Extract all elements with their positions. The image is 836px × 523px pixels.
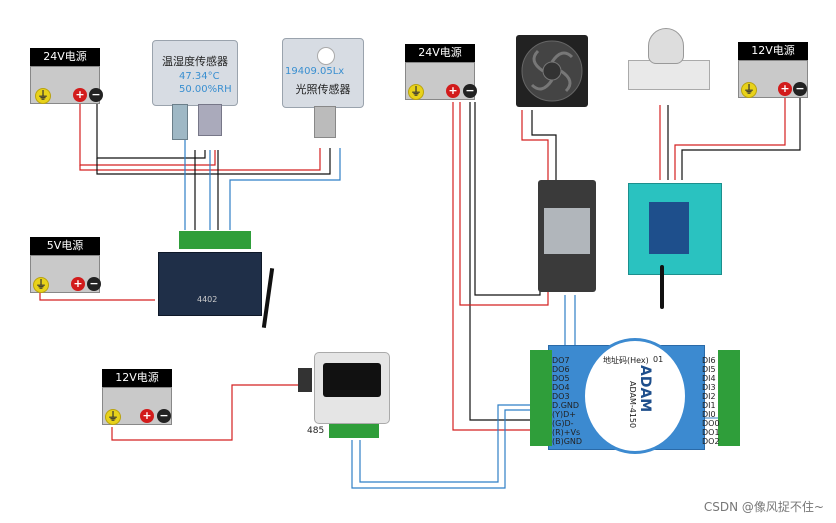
adam-right-pin-label: DI6 [702, 356, 716, 365]
ground-terminal-icon: ⏚ [35, 88, 51, 104]
lux-readout: 19409.05Lx [285, 66, 345, 77]
adam-left-pin-label: D.GND [552, 401, 580, 410]
psu-5v: 5V电源 ⏚ + − [30, 237, 101, 293]
psu-label: 24V电源 [405, 44, 475, 62]
sensor-connector [314, 106, 336, 138]
rs485-terminal: 485 [307, 424, 379, 438]
left-terminal-strip [530, 350, 552, 446]
lcd-screen [323, 363, 381, 397]
psu-12v-bottom: 12V电源 ⏚ + − [102, 369, 172, 425]
wire-red [521, 110, 549, 180]
wire-red [674, 98, 786, 180]
alarm-lamp-icon [648, 28, 684, 64]
wire-blue [229, 148, 341, 230]
address-label: 地址码(Hex) [603, 356, 649, 365]
wire-black [531, 110, 557, 180]
wire-black [469, 102, 530, 421]
right-terminal-strip [718, 350, 740, 446]
light-sensor: 19409.05Lx 光照传感器 [282, 38, 364, 108]
psu-label: 5V电源 [30, 237, 100, 255]
module-chip [649, 202, 689, 254]
relay [538, 180, 596, 292]
psu-label: 12V电源 [738, 42, 808, 60]
psu-label: 24V电源 [30, 48, 100, 66]
wire-blue [359, 404, 530, 483]
adam-left-pin-label: (Y)D+ [552, 410, 576, 419]
address-value: 01 [653, 355, 664, 364]
negative-terminal-icon: − [87, 277, 101, 291]
positive-terminal-icon: + [778, 82, 792, 96]
brand-logo: ADAM [637, 365, 653, 413]
positive-terminal-icon: + [73, 88, 87, 102]
ground-terminal-icon: ⏚ [33, 277, 49, 293]
wire-red [111, 384, 300, 441]
fan-icon [521, 40, 583, 102]
wire-red [459, 102, 549, 306]
psu-24v-left: 24V电源 ⏚ + − [30, 48, 103, 104]
negative-terminal-icon: − [793, 82, 807, 96]
temperature-humidity-sensor: 温湿度传感器 47.34°C 50.00%RH [152, 40, 238, 106]
wire-blue [351, 409, 530, 489]
rs485-label: 485 [307, 426, 325, 436]
psu-12v-right: 12V电源 ⏚ + − [738, 42, 808, 98]
adam-face: 地址码(Hex) 01 ADAM ADAM-4150 [582, 338, 688, 454]
adam-left-pin-label: (G)D- [552, 419, 574, 428]
terminal-block [179, 231, 251, 249]
sensor-probe [172, 104, 188, 140]
humidity-readout: 50.00%RH [179, 84, 232, 95]
ground-terminal-icon: ⏚ [408, 84, 424, 100]
ground-terminal-icon: ⏚ [741, 82, 757, 98]
alarm-lamp-base [628, 60, 710, 90]
display-module [314, 352, 390, 424]
adam-left-pin-label: DO7 [552, 356, 570, 365]
model-label: ADAM-4150 [628, 381, 637, 429]
adam-right-pin-label: DI3 [702, 383, 716, 392]
wire-black [96, 102, 206, 159]
negative-terminal-icon: − [89, 88, 103, 102]
adam-left-pin-label: (B)GND [552, 437, 583, 446]
temperature-readout: 47.34°C [179, 71, 220, 82]
fan [516, 35, 588, 107]
power-jack [298, 368, 312, 392]
adam-right-pin-label: DO2 [702, 437, 720, 446]
adam-left-pin-label: DO6 [552, 365, 570, 374]
adam-left-pin-label: DO3 [552, 392, 570, 401]
lamp-controller-board [628, 183, 722, 275]
sensor-connector [198, 104, 222, 136]
adam-right-pin-label: DO0 [702, 419, 720, 428]
psu-label: 12V电源 [102, 369, 172, 387]
wire-black [474, 102, 541, 296]
board-label: 4402 [197, 295, 218, 304]
wire-black [96, 148, 331, 175]
psu-24v-mid: 24V电源 ⏚ + − [405, 44, 477, 100]
adam-left-pin-label: (R)+Vs [552, 428, 581, 437]
sensor-acquisition-board: 4402 [158, 231, 262, 316]
adam-left-pin-label: DO5 [552, 374, 570, 383]
sensor-title: 温湿度传感器 [162, 55, 228, 68]
light-dome-icon [317, 47, 335, 65]
positive-terminal-icon: + [71, 277, 85, 291]
positive-terminal-icon: + [446, 84, 460, 98]
sensor-title: 光照传感器 [295, 83, 351, 96]
positive-terminal-icon: + [140, 409, 154, 423]
adam-right-pin-label: DI4 [702, 374, 716, 383]
adam-right-pin-label: DI0 [702, 410, 716, 419]
negative-terminal-icon: − [463, 84, 477, 98]
wire-red [79, 148, 321, 171]
antenna-icon [660, 265, 664, 309]
relay-coil [544, 208, 590, 254]
wire-red [39, 293, 155, 301]
wire-red [79, 102, 216, 166]
adam-right-pin-label: DO1 [702, 428, 720, 437]
adam-left-pin-label: DO4 [552, 383, 570, 392]
adam-right-pin-label: DI2 [702, 392, 716, 401]
negative-terminal-icon: − [157, 409, 171, 423]
wire-red [452, 102, 530, 431]
adam-right-pin-label: DI5 [702, 365, 716, 374]
watermark: CSDN @像风捉不住~ [703, 500, 824, 514]
adam-right-pin-label: DI1 [702, 401, 716, 410]
ground-terminal-icon: ⏚ [105, 409, 121, 425]
wire-black [681, 98, 801, 180]
